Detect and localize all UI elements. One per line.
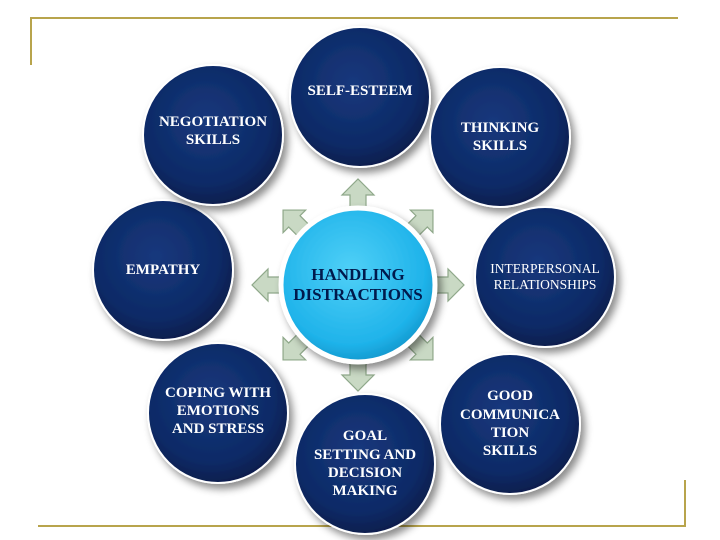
negotiation-skills-circle <box>142 64 284 206</box>
center-circle <box>278 205 438 365</box>
thinking-skills-circle <box>429 66 571 208</box>
goal-setting-circle <box>294 393 436 535</box>
frame-right-line <box>684 480 686 527</box>
center-label: HANDLING DISTRACTIONS <box>293 265 423 304</box>
frame-left-line <box>30 17 32 65</box>
self-esteem-circle <box>289 26 431 168</box>
good-communication-skills-circle <box>439 353 581 495</box>
interpersonal-relationships-circle <box>474 206 616 348</box>
frame-top-line <box>30 17 678 19</box>
empathy-circle <box>92 199 234 341</box>
coping-with-emotions-circle <box>147 342 289 484</box>
